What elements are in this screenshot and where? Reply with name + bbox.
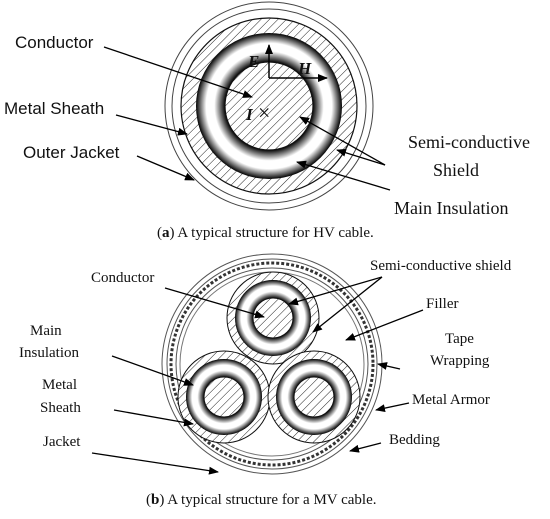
core-top [226, 271, 320, 365]
caption-a-text: A typical structure for HV cable. [175, 225, 374, 241]
metal-sheath-leader [115, 114, 188, 136]
metal-armor-band [169, 261, 375, 467]
main-insulation-label-line1: Main [30, 323, 62, 339]
mv-shield-leader-2 [312, 276, 383, 333]
core-right-conductor [293, 376, 335, 418]
tape-wrapping-label-line1: Tape [445, 331, 474, 347]
conductor-leader [103, 46, 253, 98]
main-insulation-label: Main Insulation [394, 198, 509, 218]
metal-sheath-label-line2: Sheath [40, 400, 81, 416]
mv-sheath-leader [113, 409, 194, 427]
caption-b: (b) A typical structure for a MV cable. [146, 492, 377, 508]
caption-a: (a) A typical structure for HV cable. [157, 225, 374, 241]
core-left [177, 350, 271, 444]
main-insulation-label-line2: Insulation [19, 345, 79, 361]
metal-armor-leader [375, 402, 410, 413]
outer-jacket-leader [136, 155, 195, 181]
semi-conductive-shield-label: Semi-conductive shield [370, 258, 512, 274]
core-right [267, 350, 361, 444]
caption-b-tag: b [151, 492, 159, 508]
core-left-conductor [203, 376, 245, 418]
shield-inner-leader [299, 116, 386, 166]
h-field-symbol: H [297, 59, 312, 78]
tape-wrapping-leader [377, 362, 401, 370]
mv-cable-section: Conductor Semi-conductive shield Filler … [19, 253, 512, 508]
e-field-symbol: E [247, 52, 259, 71]
mv-conductor-leader [164, 287, 265, 319]
caption-a-tag: a [162, 225, 170, 241]
mv-insulation-leader [111, 355, 194, 386]
metal-sheath-label-line1: Metal [42, 377, 77, 393]
conductor-label: Conductor [15, 33, 94, 52]
metal-sheath-label: Metal Sheath [4, 99, 104, 118]
bedding-label: Bedding [389, 432, 440, 448]
core-top-conductor [252, 297, 294, 339]
jacket-label: Jacket [43, 434, 81, 450]
outer-jacket-label: Outer Jacket [23, 143, 120, 162]
mv-shield-leader-1 [288, 276, 383, 306]
semi-conductive-label: Semi-conductive [408, 132, 530, 152]
shield-outer-leader [336, 148, 386, 166]
filler-label: Filler [426, 296, 459, 312]
caption-b-text: A typical structure for a MV cable. [164, 492, 376, 508]
filler-leader [345, 309, 424, 341]
jacket-leader [91, 452, 219, 475]
shield-label: Shield [433, 160, 479, 180]
bedding-leader [349, 442, 382, 453]
current-direction-cross: × [258, 100, 270, 125]
metal-armor-label: Metal Armor [412, 392, 490, 408]
main-insulation-leader [296, 160, 391, 191]
current-symbol: I [245, 105, 254, 124]
hv-cable-section: E H I × Conductor Metal Sheath Outer Jac… [4, 1, 530, 241]
tape-wrapping-label-line2: Wrapping [430, 353, 490, 369]
mv-conductor-label: Conductor [91, 270, 154, 286]
